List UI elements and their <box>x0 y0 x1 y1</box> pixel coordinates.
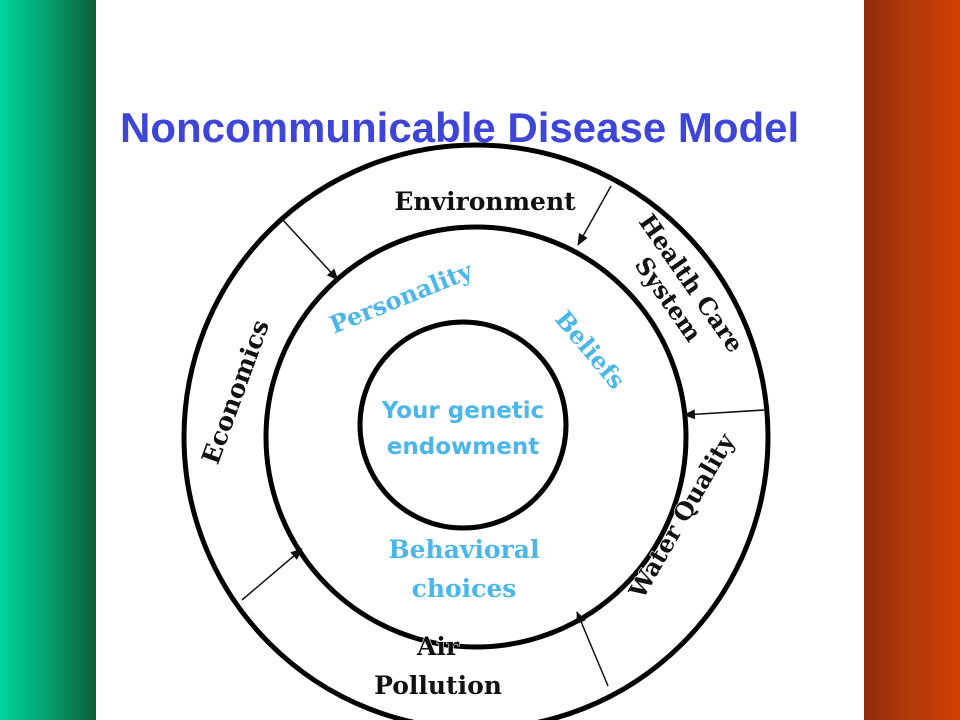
arrow-top-left <box>281 218 339 281</box>
outer-circle <box>181 142 771 720</box>
behavioral-label: Behavioral <box>389 535 540 564</box>
middle-circle <box>263 224 689 650</box>
choices-label: choices <box>412 574 517 603</box>
economics-label: Economics <box>196 316 275 468</box>
beliefs-label: Beliefs <box>549 305 631 395</box>
environment-label: Environment <box>394 187 576 216</box>
arrow-top-right <box>577 185 612 246</box>
water-quality-label: Water Quality <box>622 428 741 604</box>
arrow-bottom-right <box>576 611 609 687</box>
inner-circle <box>357 319 569 531</box>
arrow-right <box>683 409 765 420</box>
genetic-label: Your genetic <box>381 398 545 424</box>
endowment-label: endowment <box>387 434 539 460</box>
right-decorative-bar <box>864 0 960 720</box>
arrow-bottom-left <box>241 548 303 601</box>
air-label: Air <box>416 632 460 661</box>
left-decorative-bar <box>0 0 96 720</box>
slide-title: Noncommunicable Disease Model <box>120 104 800 151</box>
pollution-label: Pollution <box>374 671 502 700</box>
